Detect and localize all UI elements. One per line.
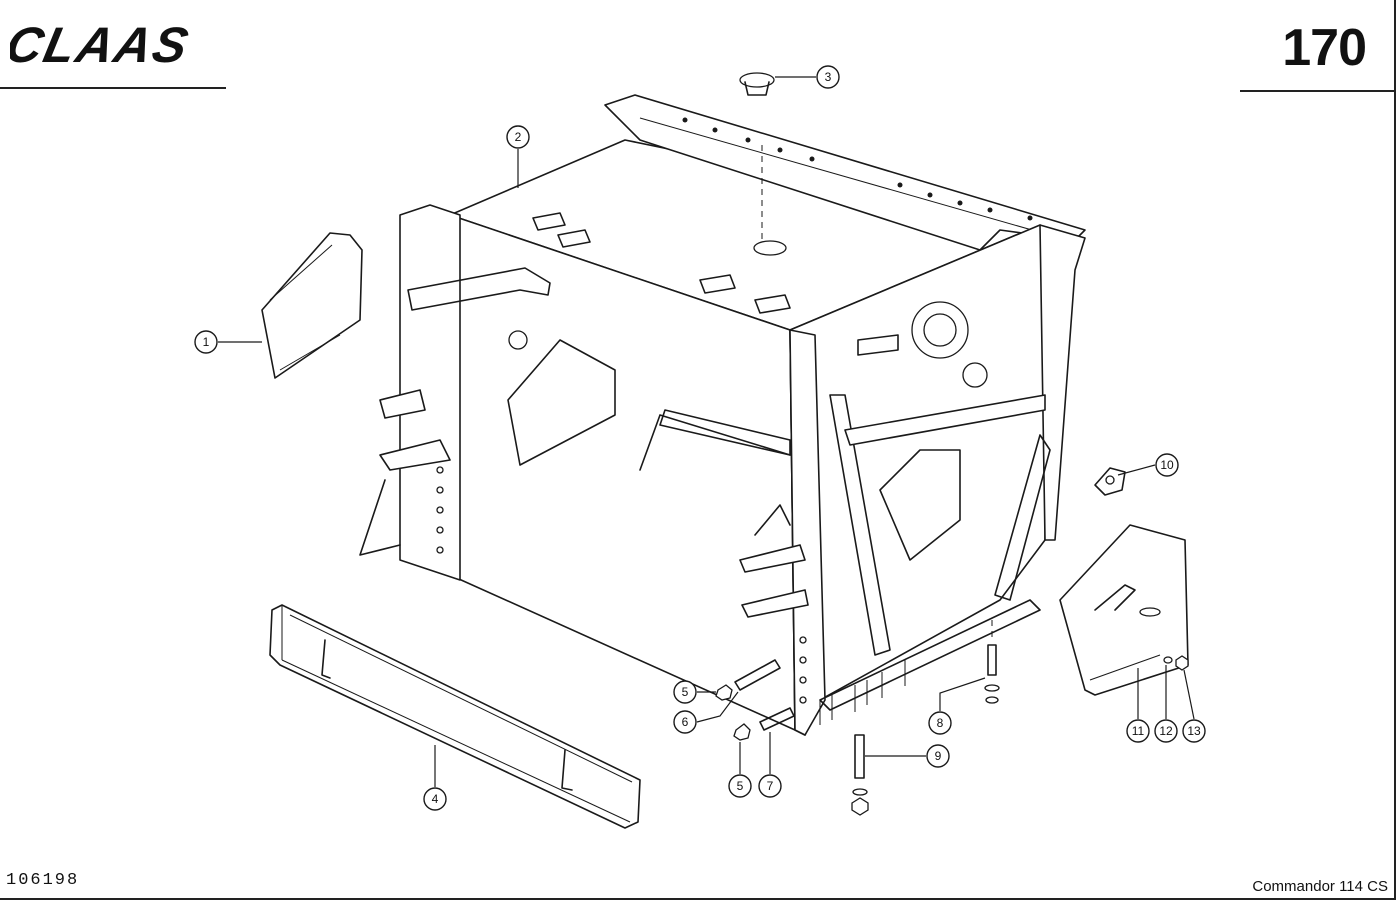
- svg-text:4: 4: [432, 792, 439, 806]
- main-frame-part: [359, 94, 1086, 736]
- page-number: 170: [1282, 19, 1367, 77]
- clip-part: [1094, 467, 1126, 496]
- svg-text:13: 13: [1187, 724, 1201, 738]
- bolt-9-part: [851, 734, 869, 816]
- svg-text:2: 2: [515, 130, 522, 144]
- document-number: 106198: [6, 871, 80, 890]
- callout-1: 1: [194, 330, 262, 354]
- callout-10: 10: [1117, 453, 1179, 477]
- header-rule-left: [0, 87, 226, 89]
- callout-7: 7: [758, 732, 782, 798]
- svg-text:12: 12: [1159, 724, 1173, 738]
- callout-6: 6: [673, 691, 739, 734]
- callout-5-upper: 5: [673, 680, 716, 704]
- svg-text:3: 3: [825, 70, 832, 84]
- svg-text:8: 8: [937, 716, 944, 730]
- svg-text:9: 9: [935, 749, 942, 763]
- svg-text:6: 6: [682, 715, 689, 729]
- svg-text:5: 5: [682, 685, 689, 699]
- bolt-8-part: [984, 620, 1000, 704]
- header-rule-right: [1240, 90, 1396, 92]
- brand-logo-text: CLAAS: [10, 20, 195, 70]
- callout-12: 12: [1154, 665, 1178, 743]
- svg-text:1: 1: [203, 335, 210, 349]
- washer-nut-12-13-part: [1163, 655, 1189, 671]
- callout-8: 8: [928, 677, 986, 735]
- svg-text:7: 7: [767, 779, 774, 793]
- callout-5-lower: 5: [728, 742, 752, 798]
- callout-11: 11: [1126, 668, 1150, 743]
- svg-text:10: 10: [1160, 458, 1174, 472]
- model-name: Commandor 114 CS: [1252, 878, 1388, 895]
- brand-logo: CLAAS: [10, 20, 195, 70]
- channel-beam-part: [269, 604, 641, 829]
- callout-3: 3: [775, 65, 840, 89]
- bolt-6-part: [715, 659, 781, 701]
- callout-13: 13: [1182, 669, 1206, 743]
- callout-9: 9: [865, 744, 950, 768]
- svg-text:5: 5: [737, 779, 744, 793]
- side-cover-left-part: [261, 232, 363, 379]
- callout-2: 2: [506, 125, 530, 188]
- cap-part: [739, 72, 775, 96]
- callout-4: 4: [423, 745, 447, 811]
- side-cover-right-part: [1059, 524, 1189, 696]
- bolt-7-part: [733, 707, 795, 741]
- svg-text:11: 11: [1132, 724, 1145, 738]
